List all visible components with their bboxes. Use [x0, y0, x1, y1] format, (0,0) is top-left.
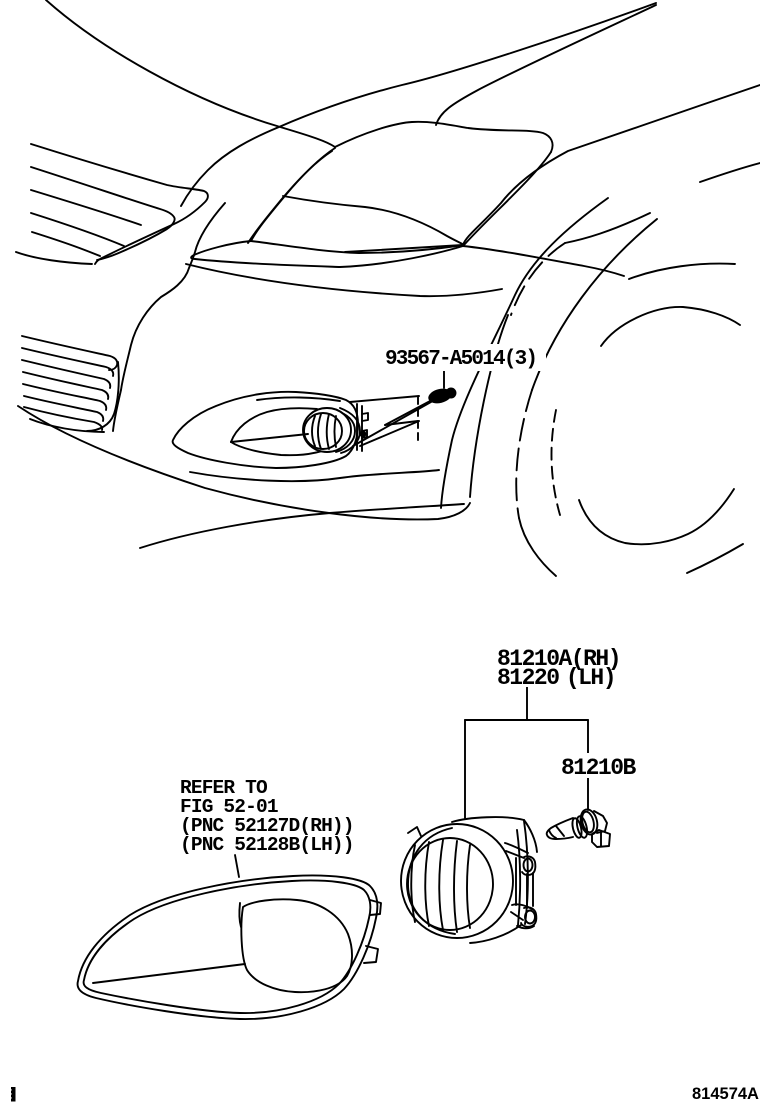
svg-text:81210B: 81210B	[561, 755, 637, 781]
svg-text:(PNC 52127D(RH)): (PNC 52127D(RH))	[180, 815, 354, 837]
svg-text:FIG 52-01: FIG 52-01	[180, 796, 278, 818]
svg-text:93567-A5014(3): 93567-A5014(3)	[385, 348, 536, 371]
svg-text:814574A: 814574A	[692, 1085, 759, 1103]
svg-text:81210A(RH): 81210A(RH)	[497, 646, 620, 672]
svg-text:81220 (LH): 81220 (LH)	[497, 665, 615, 691]
svg-text:REFER TO: REFER TO	[180, 777, 268, 799]
svg-text:(PNC 52128B(LH)): (PNC 52128B(LH))	[180, 834, 354, 856]
